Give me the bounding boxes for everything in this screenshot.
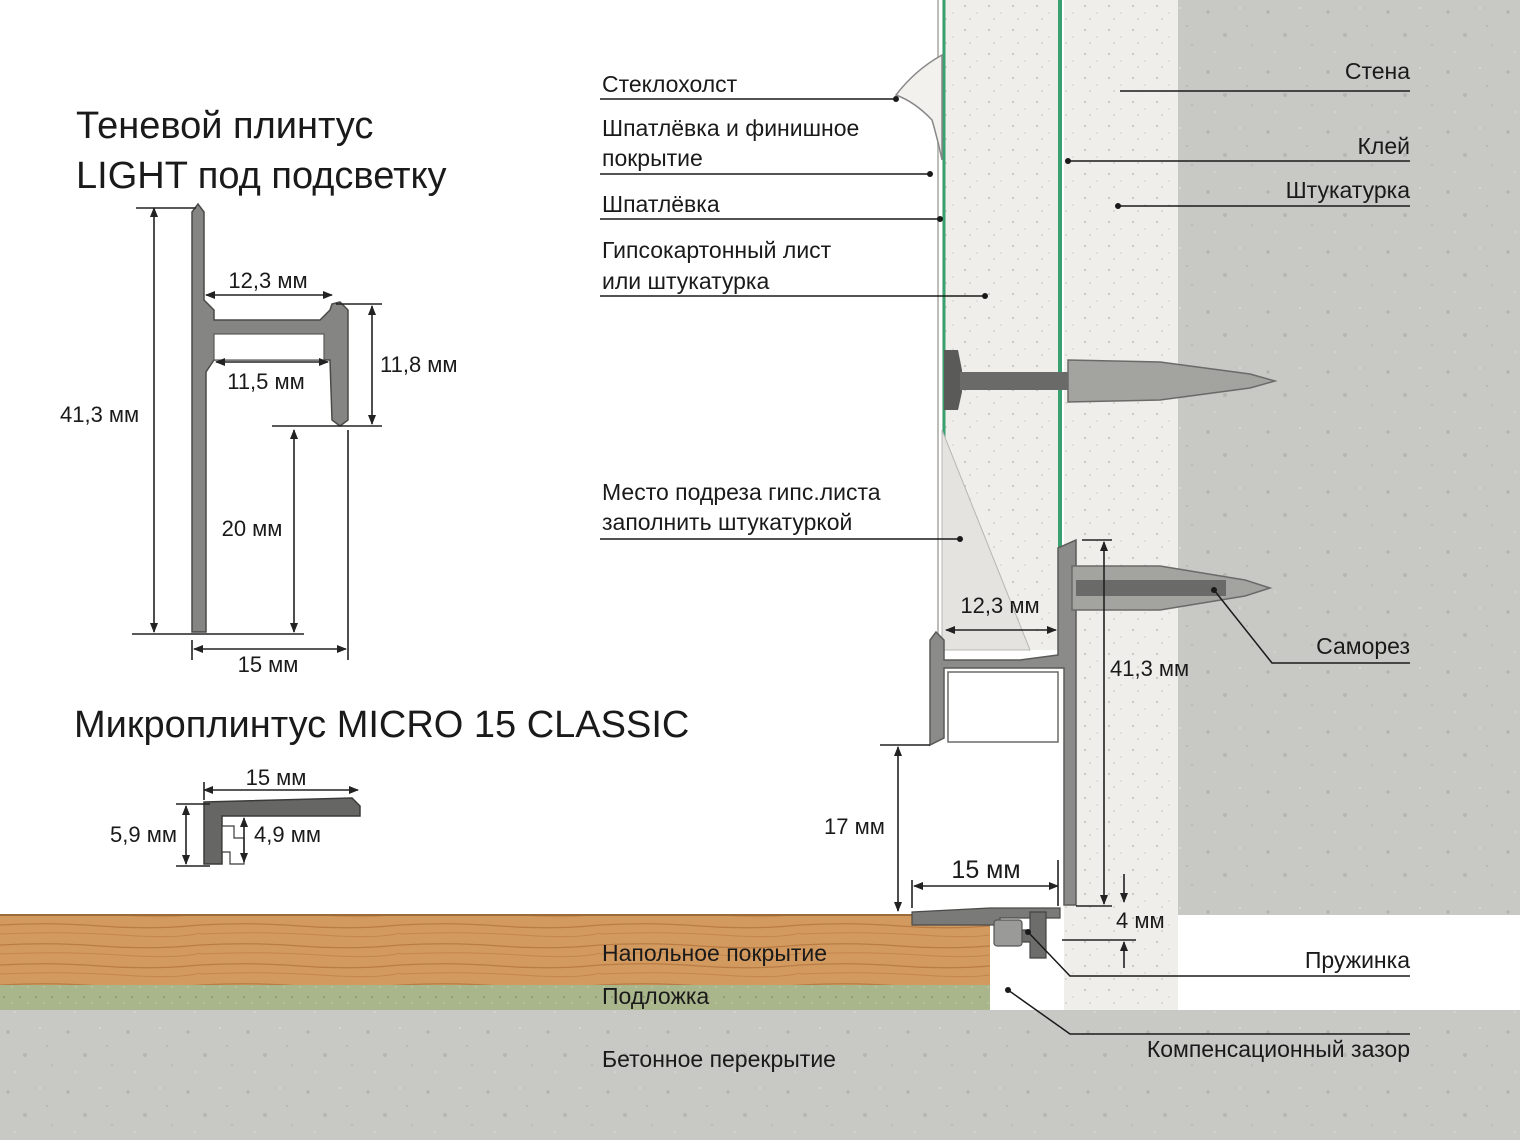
dim-section-micro-width: 15 мм [951, 856, 1020, 884]
dim-section-profile-height: 41,3 мм [1110, 656, 1189, 681]
spring-element [993, 919, 1023, 947]
dim-section-offset-height: 17 мм [824, 814, 885, 839]
label-putty-finish-line2: покрытие [602, 145, 703, 171]
dim-light-depth: 15 мм [238, 652, 299, 677]
plaster-layer [1064, 0, 1178, 1010]
dim-light-total-height: 41,3 мм [60, 402, 139, 427]
dimension-lines [132, 207, 1136, 968]
label-plaster: Штукатурка [1286, 177, 1411, 203]
label-putty-finish-line1: Шпатлёвка и финишное [602, 115, 859, 141]
label-glue: Клей [1358, 133, 1410, 159]
label-cut-line2: заполнить штукатуркой [602, 509, 852, 535]
label-putty: Шпатлёвка [602, 191, 720, 217]
section-light-profile [929, 538, 1077, 906]
dim-light-channel-inner: 11,5 мм [227, 369, 305, 394]
dim-micro-height-outer: 5,9 мм [110, 822, 177, 847]
light-profile-channel [213, 333, 325, 361]
concrete-slab [0, 1010, 1520, 1140]
dim-light-lower-height: 20 мм [222, 516, 283, 541]
label-drywall-line2: или штукатурка [602, 268, 769, 294]
light-profile-drawing [191, 202, 349, 633]
label-concrete-slab: Бетонное перекрытие [602, 1046, 836, 1072]
dim-micro-width: 15 мм [246, 765, 307, 790]
dim-micro-height-inner: 4,9 мм [254, 822, 321, 847]
title-light-line2: LIGHT под подсветку [76, 155, 447, 197]
wood-floor [0, 915, 990, 985]
dim-light-channel-height: 11,8 мм [380, 352, 458, 377]
underlay-layer [0, 985, 990, 1010]
section-light-inner [947, 671, 1059, 743]
label-spring: Пружинка [1305, 947, 1410, 973]
label-floor-covering: Напольное покрытие [602, 940, 827, 966]
label-drywall-line1: Гипсокартонный лист [602, 237, 832, 263]
leader-lines [600, 90, 1410, 1035]
dim-section-spring-gap: 4 мм [1116, 908, 1165, 933]
cut-fill [941, 429, 1031, 651]
dim-light-top-inner: 12,3 мм [228, 268, 307, 293]
concrete-wall [1178, 0, 1520, 915]
label-fiberglass: Стеклохолст [602, 71, 738, 97]
light-profile-shape [191, 202, 349, 633]
micro-profile-shape [203, 797, 361, 865]
fiberglass-curl [894, 53, 943, 161]
micro-profile-drawing [203, 797, 361, 865]
label-wall: Стена [1345, 58, 1410, 84]
label-expansion-gap: Компенсационный зазор [1147, 1036, 1410, 1062]
title-light-line1: Теневой плинтус [76, 105, 373, 147]
upper-screw-icon [944, 350, 1278, 410]
title-micro: Микроплинтус MICRO 15 CLASSIC [74, 704, 689, 746]
micro-profile-clip [221, 825, 245, 865]
dim-section-gap-width: 12,3 мм [960, 593, 1039, 618]
label-underlay: Подложка [602, 983, 709, 1009]
label-cut-line1: Место подреза гипс.листа [602, 479, 881, 505]
label-screw: Саморез [1316, 633, 1410, 659]
